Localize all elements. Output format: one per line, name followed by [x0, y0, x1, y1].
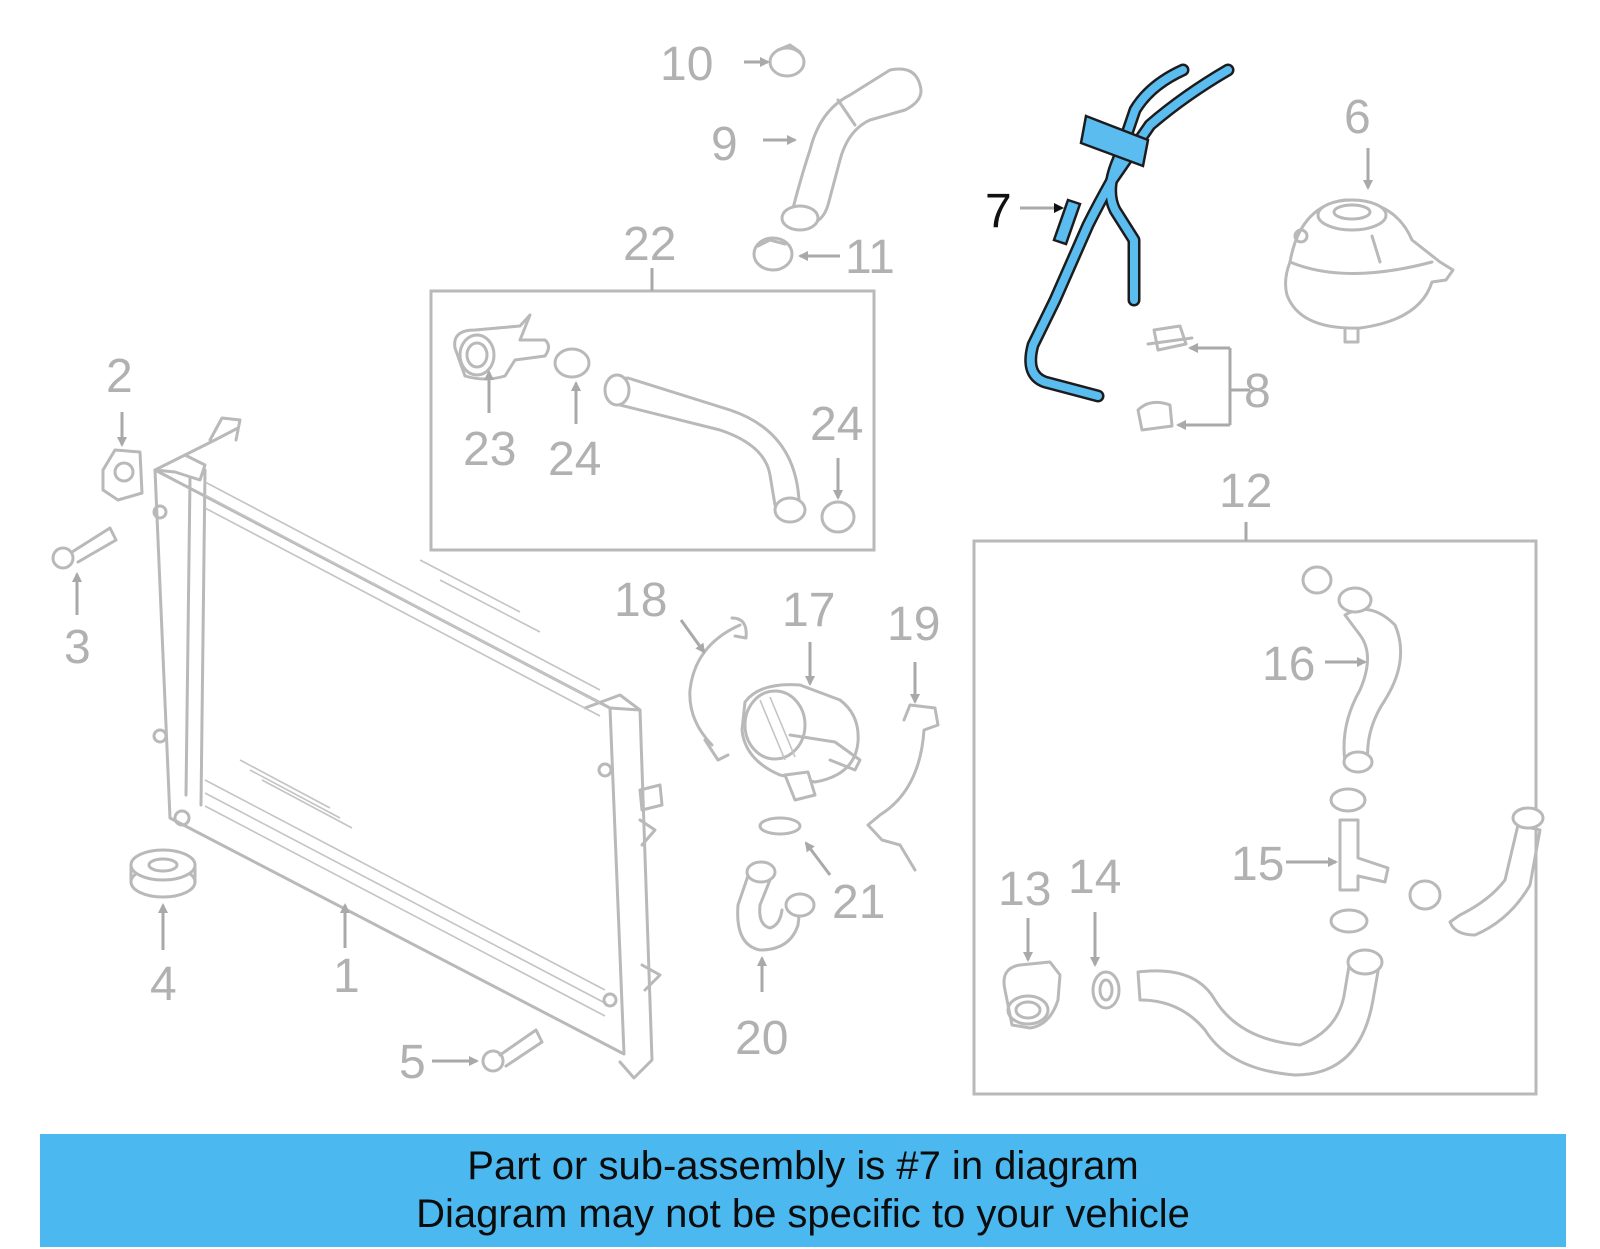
callout-10: 10 [660, 38, 713, 91]
fitting-part-13[interactable] [1002, 960, 1062, 1030]
clamp-part-10[interactable] [768, 43, 806, 78]
callout-12: 12 [1219, 465, 1272, 518]
bolt-part-5[interactable] [481, 1028, 544, 1073]
callout-14: 14 [1068, 851, 1121, 904]
clip-part-8[interactable] [1136, 324, 1194, 432]
coolant-pipe-part-7[interactable] [1024, 63, 1235, 403]
subassembly-box-12 [972, 522, 1538, 1096]
radiator-part[interactable] [152, 416, 664, 1080]
callout-2: 2 [106, 350, 133, 403]
t-fitting-part-15[interactable] [1329, 787, 1442, 934]
callout-labels: 1 2 3 4 5 6 7 8 9 10 11 12 13 14 15 16 1… [64, 38, 1371, 1089]
clamp-part-24-right[interactable] [820, 500, 856, 534]
clamp-part-21[interactable] [758, 816, 802, 836]
clamp-part-14[interactable] [1091, 970, 1121, 1010]
callout-18: 18 [614, 574, 667, 627]
clamp-part-11[interactable] [752, 236, 794, 272]
hose-part-20[interactable] [736, 860, 816, 952]
hose-part-12[interactable] [1136, 806, 1545, 1077]
water-pump-part-17[interactable] [740, 683, 862, 802]
callout-3: 3 [64, 621, 91, 674]
callout-4: 4 [150, 958, 177, 1011]
callout-5: 5 [399, 1036, 426, 1089]
callout-17: 17 [782, 584, 835, 637]
expansion-tank-part-6[interactable] [1284, 198, 1455, 344]
callout-1: 1 [333, 950, 360, 1003]
mount-part-4[interactable] [129, 848, 197, 899]
fitting-part-23[interactable] [453, 313, 550, 381]
callout-15: 15 [1231, 838, 1284, 891]
clamp-part-24-left[interactable] [553, 347, 591, 379]
bracket-part-18[interactable] [688, 616, 748, 762]
callout-11: 11 [845, 231, 895, 284]
callout-8: 8 [1244, 365, 1271, 418]
hose-part-22[interactable] [603, 373, 807, 524]
callout-7: 7 [985, 185, 1012, 238]
callout-20: 20 [735, 1012, 788, 1065]
callout-19: 19 [887, 598, 940, 651]
bolt-part-3[interactable] [51, 526, 118, 570]
info-banner: Part or sub-assembly is #7 in diagram Di… [40, 1134, 1566, 1247]
bracket-part-2[interactable] [101, 448, 144, 502]
callout-23: 23 [463, 423, 516, 476]
leader-lines [72, 57, 1373, 1066]
callout-13: 13 [998, 863, 1051, 916]
banner-part-note: Part or sub-assembly is #7 in diagram [467, 1144, 1139, 1188]
hose-part-9[interactable] [780, 67, 923, 232]
callout-6: 6 [1344, 91, 1371, 144]
callout-21: 21 [832, 876, 885, 929]
callout-24-left: 24 [548, 433, 601, 486]
callout-24-right: 24 [810, 398, 863, 451]
callout-9: 9 [711, 118, 738, 171]
subassembly-box-22 [429, 268, 876, 552]
bracket-part-19[interactable] [866, 703, 940, 872]
callout-16: 16 [1262, 638, 1315, 691]
banner-disclaimer: Diagram may not be specific to your vehi… [416, 1192, 1190, 1236]
callout-22: 22 [623, 218, 676, 271]
hose-part-16[interactable] [1301, 565, 1403, 774]
